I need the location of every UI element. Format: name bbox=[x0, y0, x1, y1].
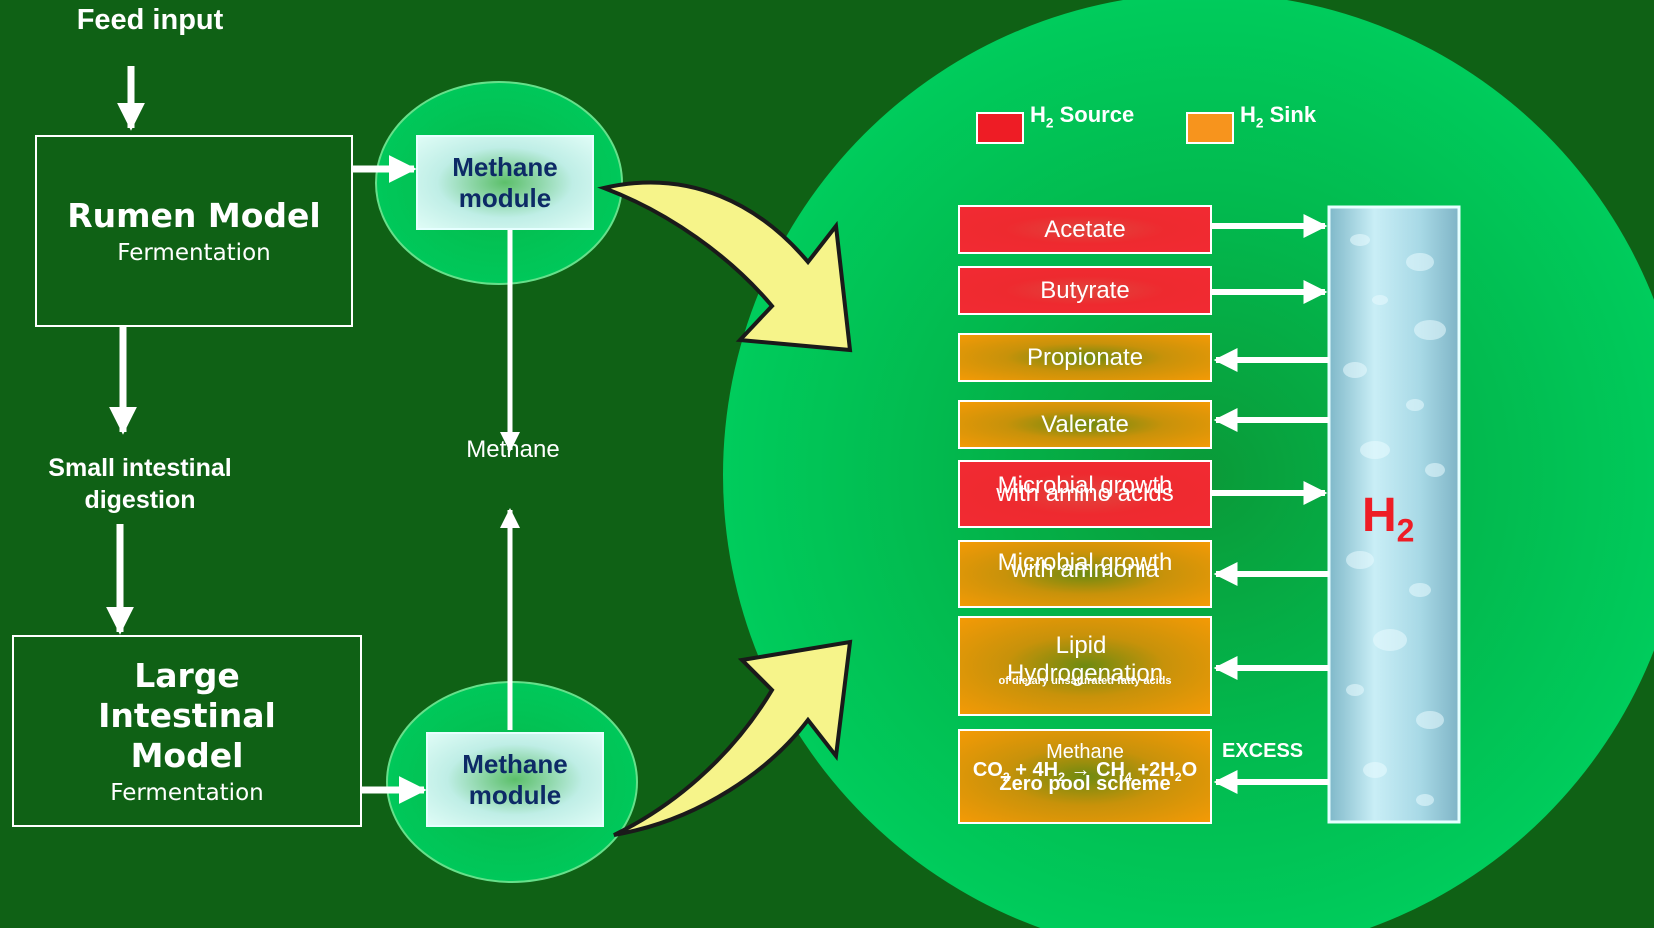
methane-equation: CO2 + 4H2 → CH4 +2H2O bbox=[972, 759, 1198, 784]
process-microbial-growth-ammonia: Microbial growth with ammonia bbox=[958, 540, 1212, 608]
process-butyrate: Butyrate bbox=[958, 266, 1212, 315]
legend-source-label: Source bbox=[1059, 102, 1135, 127]
legend-sink-swatch bbox=[1186, 112, 1234, 144]
legend-source-text: H2 Source bbox=[1030, 102, 1135, 131]
h2-pool-label: H2 bbox=[1362, 488, 1414, 550]
h2-symbol: H bbox=[1362, 489, 1397, 542]
legend-sink-label: Sink bbox=[1269, 102, 1317, 127]
process-label-line1: Microbial growth bbox=[997, 472, 1173, 499]
process-label: Valerate bbox=[1041, 410, 1129, 438]
process-label: Acetate bbox=[1044, 215, 1126, 243]
methane-output-label: Methane bbox=[466, 436, 560, 463]
process-label-line2: Hydrogenation bbox=[1006, 660, 1164, 687]
h2-pool-bubbles bbox=[1343, 234, 1446, 806]
legend-source-swatch bbox=[976, 112, 1024, 144]
excess-label: EXCESS bbox=[1222, 740, 1304, 762]
methane-module-top: Methane module bbox=[416, 135, 594, 230]
process-label: Butyrate bbox=[1040, 276, 1130, 304]
h2-subscript: 2 bbox=[1396, 512, 1415, 549]
curved-arrow-top bbox=[597, 180, 853, 353]
process-valerate: Valerate bbox=[958, 400, 1212, 449]
rumen-model-box: Rumen Model Fermentation bbox=[35, 135, 353, 327]
legend-sink-text: H2 Sink bbox=[1240, 102, 1317, 131]
methane-module-bottom: Methane module bbox=[426, 732, 604, 827]
process-propionate: Propionate bbox=[958, 333, 1212, 382]
process-microbial-growth-amino-acids: Microbial growth with amino acids bbox=[958, 460, 1212, 528]
methane-module-bottom-label: Methane module bbox=[462, 748, 568, 810]
methane-module-top-label: Methane module bbox=[452, 151, 558, 213]
process-label-line1: Microbial growth bbox=[997, 549, 1173, 576]
process-label: Propionate bbox=[1026, 343, 1144, 371]
process-label-line2: with ammonia bbox=[1010, 556, 1160, 583]
curved-arrow-bottom bbox=[613, 639, 853, 837]
large-intestinal-model-subtitle: Fermentation bbox=[110, 780, 264, 806]
process-methane-zero-pool: Methane CO2 + 4H2 → CH4 +2H2O Zero pool … bbox=[958, 729, 1212, 824]
process-lipid-hydrogenation: Lipid Hydrogenation of dietary unsaturat… bbox=[958, 616, 1212, 716]
feed-input-label: Feed input bbox=[76, 4, 224, 36]
rumen-model-subtitle: Fermentation bbox=[117, 240, 271, 266]
rumen-model-title: Rumen Model bbox=[67, 196, 321, 235]
large-intestinal-model-title: Large Intestinal Model bbox=[98, 656, 276, 775]
large-intestinal-model-box: Large Intestinal Model Fermentation bbox=[12, 635, 362, 827]
process-label-line2: Zero pool scheme bbox=[999, 773, 1171, 795]
process-pool-arrows bbox=[1212, 214, 1329, 794]
process-label-line3: of dietary unsaturated fatty acids bbox=[998, 675, 1172, 687]
process-acetate: Acetate bbox=[958, 205, 1212, 254]
process-label-line1: Methane bbox=[1046, 741, 1124, 763]
small-intestinal-label: Small intestinal digestion bbox=[48, 454, 232, 514]
process-label-line2: with amino acids bbox=[996, 480, 1174, 507]
process-label-line1: Lipid bbox=[1055, 632, 1107, 659]
